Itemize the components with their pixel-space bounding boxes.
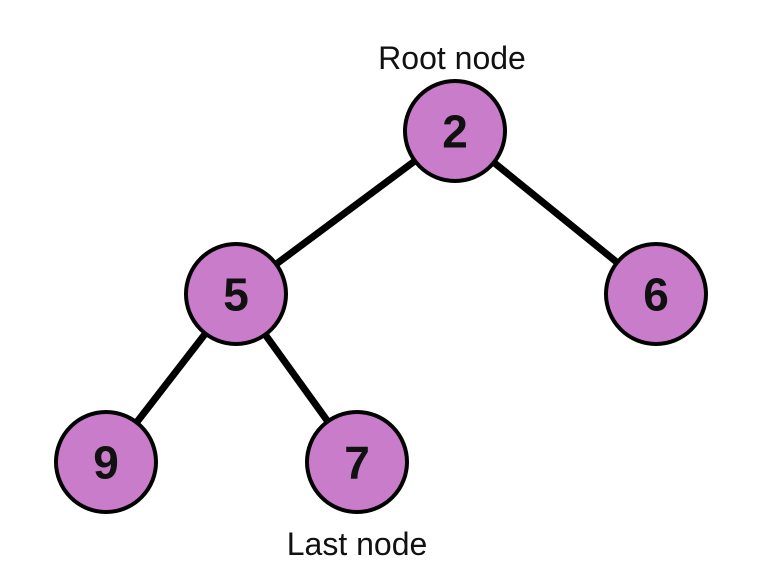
last-node-label: Last node: [287, 526, 428, 562]
node-5-circle: [184, 242, 288, 346]
node-7-value: 7: [344, 437, 370, 489]
tree-node-6: 6: [604, 242, 708, 346]
tree-node-2: 2: [403, 79, 507, 183]
tree-node-9: 9: [54, 410, 158, 514]
tree-node-7: 7: [305, 410, 409, 514]
node-5-value: 5: [223, 269, 249, 321]
root-node-label: Root node: [378, 40, 526, 76]
node-7-circle: [305, 410, 409, 514]
tree-node-5: 5: [184, 242, 288, 346]
tree-nodes: 2 5 6 9 7: [54, 79, 708, 514]
node-9-value: 9: [93, 437, 119, 489]
node-2-circle: [403, 79, 507, 183]
node-2-value: 2: [442, 106, 468, 158]
node-9-circle: [54, 410, 158, 514]
node-6-circle: [604, 242, 708, 346]
node-6-value: 6: [643, 269, 669, 321]
